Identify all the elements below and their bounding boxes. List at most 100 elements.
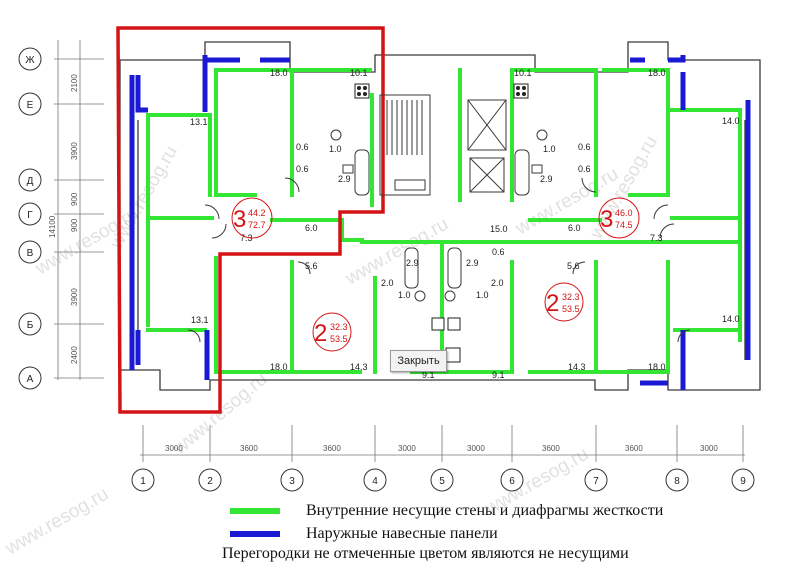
axis-marker: 9 <box>731 468 755 492</box>
apartment-rooms: 2 <box>546 290 559 317</box>
room-area-label: 18.0 <box>270 68 288 78</box>
room-area-label: 13.1 <box>190 117 208 127</box>
apartment-rooms: 3 <box>600 206 613 233</box>
row-dimension: 900 <box>70 192 79 206</box>
room-area-label: 14.0 <box>722 116 740 126</box>
room-area-label: 2.9 <box>540 174 553 184</box>
room-area-label: 10.1 <box>514 68 532 78</box>
svg-text:А: А <box>27 374 34 385</box>
column-axis-markers: 1 2 3 4 5 6 7 8 9 <box>131 468 755 492</box>
svg-text:В: В <box>27 248 34 259</box>
column-dimension: 3600 <box>323 444 341 453</box>
room-area-label: 7.3 <box>650 233 663 243</box>
room-area-label: 18.0 <box>648 68 666 78</box>
room-area-label: 18.0 <box>648 362 666 372</box>
svg-text:2: 2 <box>207 476 213 487</box>
room-area-label: 9.1 <box>492 370 505 380</box>
room-area-label: 1.0 <box>329 144 342 154</box>
room-area-label: 14.3 <box>350 362 368 372</box>
total-dimension: 14100 <box>48 215 57 238</box>
watermark: www.resog.ru <box>1 484 112 560</box>
axis-marker: Б <box>18 312 42 336</box>
svg-text:1: 1 <box>140 476 146 487</box>
room-area-label: 0.6 <box>578 142 591 152</box>
apartment-living-area: 32.3 <box>562 292 580 302</box>
room-area-label: 1.0 <box>543 144 556 154</box>
room-area-label: 0.6 <box>296 164 309 174</box>
legend-label: Наружные навесные панели <box>306 525 498 542</box>
room-area-label: 1.0 <box>398 290 411 300</box>
apartment-total-area: 53.5 <box>562 304 580 314</box>
room-area-label: 7.3 <box>240 233 253 243</box>
apartment-highlight <box>116 26 385 414</box>
apartment-living-area: 32.3 <box>330 322 348 332</box>
apartment-stamp: 3 46.0 74.5 <box>598 197 640 239</box>
room-area-label: 1.0 <box>476 290 489 300</box>
axis-marker: Г <box>18 202 42 226</box>
room-area-label: 5.6 <box>567 261 580 271</box>
stairwell <box>379 94 431 196</box>
column-dimension: 3600 <box>625 444 643 453</box>
row-axis-markers: Ж Е Д Г В Б А <box>18 47 42 390</box>
column-dimension: 3000 <box>398 444 416 453</box>
axis-marker: Е <box>18 92 42 116</box>
room-area-label: 2.0 <box>381 278 394 288</box>
stove-icons <box>354 83 529 363</box>
svg-text:7: 7 <box>593 476 599 487</box>
apartment-total-area: 53.5 <box>330 334 348 344</box>
room-area-label: 14.0 <box>722 314 740 324</box>
axis-marker: 1 <box>131 468 155 492</box>
row-dimension: 2400 <box>70 346 79 364</box>
elevator-shafts <box>467 99 507 193</box>
axis-marker: 8 <box>665 468 689 492</box>
row-dimension: 3900 <box>70 288 79 306</box>
room-area-label: 2.9 <box>338 174 351 184</box>
svg-text:Ж: Ж <box>25 55 35 66</box>
axis-marker: А <box>18 366 42 390</box>
axis-marker: 4 <box>363 468 387 492</box>
svg-text:5: 5 <box>439 476 445 487</box>
legend-item-load-bearing: Внутренние несущие стены и диафрагмы жес… <box>230 502 663 520</box>
room-area-label: 2.9 <box>466 258 479 268</box>
room-area-label: 0.6 <box>296 142 309 152</box>
bathroom-fixtures <box>330 129 548 302</box>
svg-text:Д: Д <box>27 176 34 187</box>
apartment-total-area: 72.7 <box>248 220 266 230</box>
apartment-stamp: 2 32.3 53.5 <box>312 312 352 352</box>
column-dimension: 3000 <box>467 444 485 453</box>
apartment-stamp: 3 44.2 72.7 <box>231 197 273 239</box>
room-area-label: 5.6 <box>305 261 318 271</box>
room-area-label: 10.1 <box>350 68 368 78</box>
legend-label: Внутренние несущие стены и диафрагмы жес… <box>306 502 664 519</box>
axis-marker: Ж <box>18 47 42 71</box>
watermark-layer: www.resog.ru www.resog.ru www.resog.ru w… <box>1 132 662 560</box>
axis-marker: 7 <box>584 468 608 492</box>
room-area-label: 2.0 <box>491 278 504 288</box>
svg-text:8: 8 <box>674 476 680 487</box>
axis-marker: 2 <box>198 468 222 492</box>
axis-marker: 6 <box>500 468 524 492</box>
column-dimension: 3600 <box>542 444 560 453</box>
close-tooltip[interactable]: Закрыть <box>390 350 447 372</box>
svg-text:9: 9 <box>740 476 746 487</box>
legend-note: Перегородки не отмеченные цветом являютс… <box>222 545 629 562</box>
column-dimension: 3600 <box>240 444 258 453</box>
apartment-living-area: 46.0 <box>615 208 633 218</box>
apartment-stamp: 2 32.3 53.5 <box>544 282 584 322</box>
room-area-label: 6.0 <box>305 223 318 233</box>
room-area-label: 13.1 <box>191 315 209 325</box>
room-area-label: 15.0 <box>490 224 508 234</box>
room-area-label: 6.0 <box>568 223 581 233</box>
svg-text:3: 3 <box>289 476 295 487</box>
door-arcs <box>187 177 691 343</box>
room-area-label: 0.6 <box>578 164 591 174</box>
svg-text:Г: Г <box>27 210 33 221</box>
row-dimension: 3900 <box>70 142 79 160</box>
apartment-rooms: 3 <box>233 206 246 233</box>
curtain-panels <box>129 55 751 390</box>
axis-marker: Д <box>18 168 42 192</box>
room-area-label: 2.9 <box>406 258 419 268</box>
room-labels: 18.0 10.1 10.1 18.0 13.1 14.0 1.0 1.0 0.… <box>190 68 740 380</box>
svg-text:6: 6 <box>509 476 515 487</box>
